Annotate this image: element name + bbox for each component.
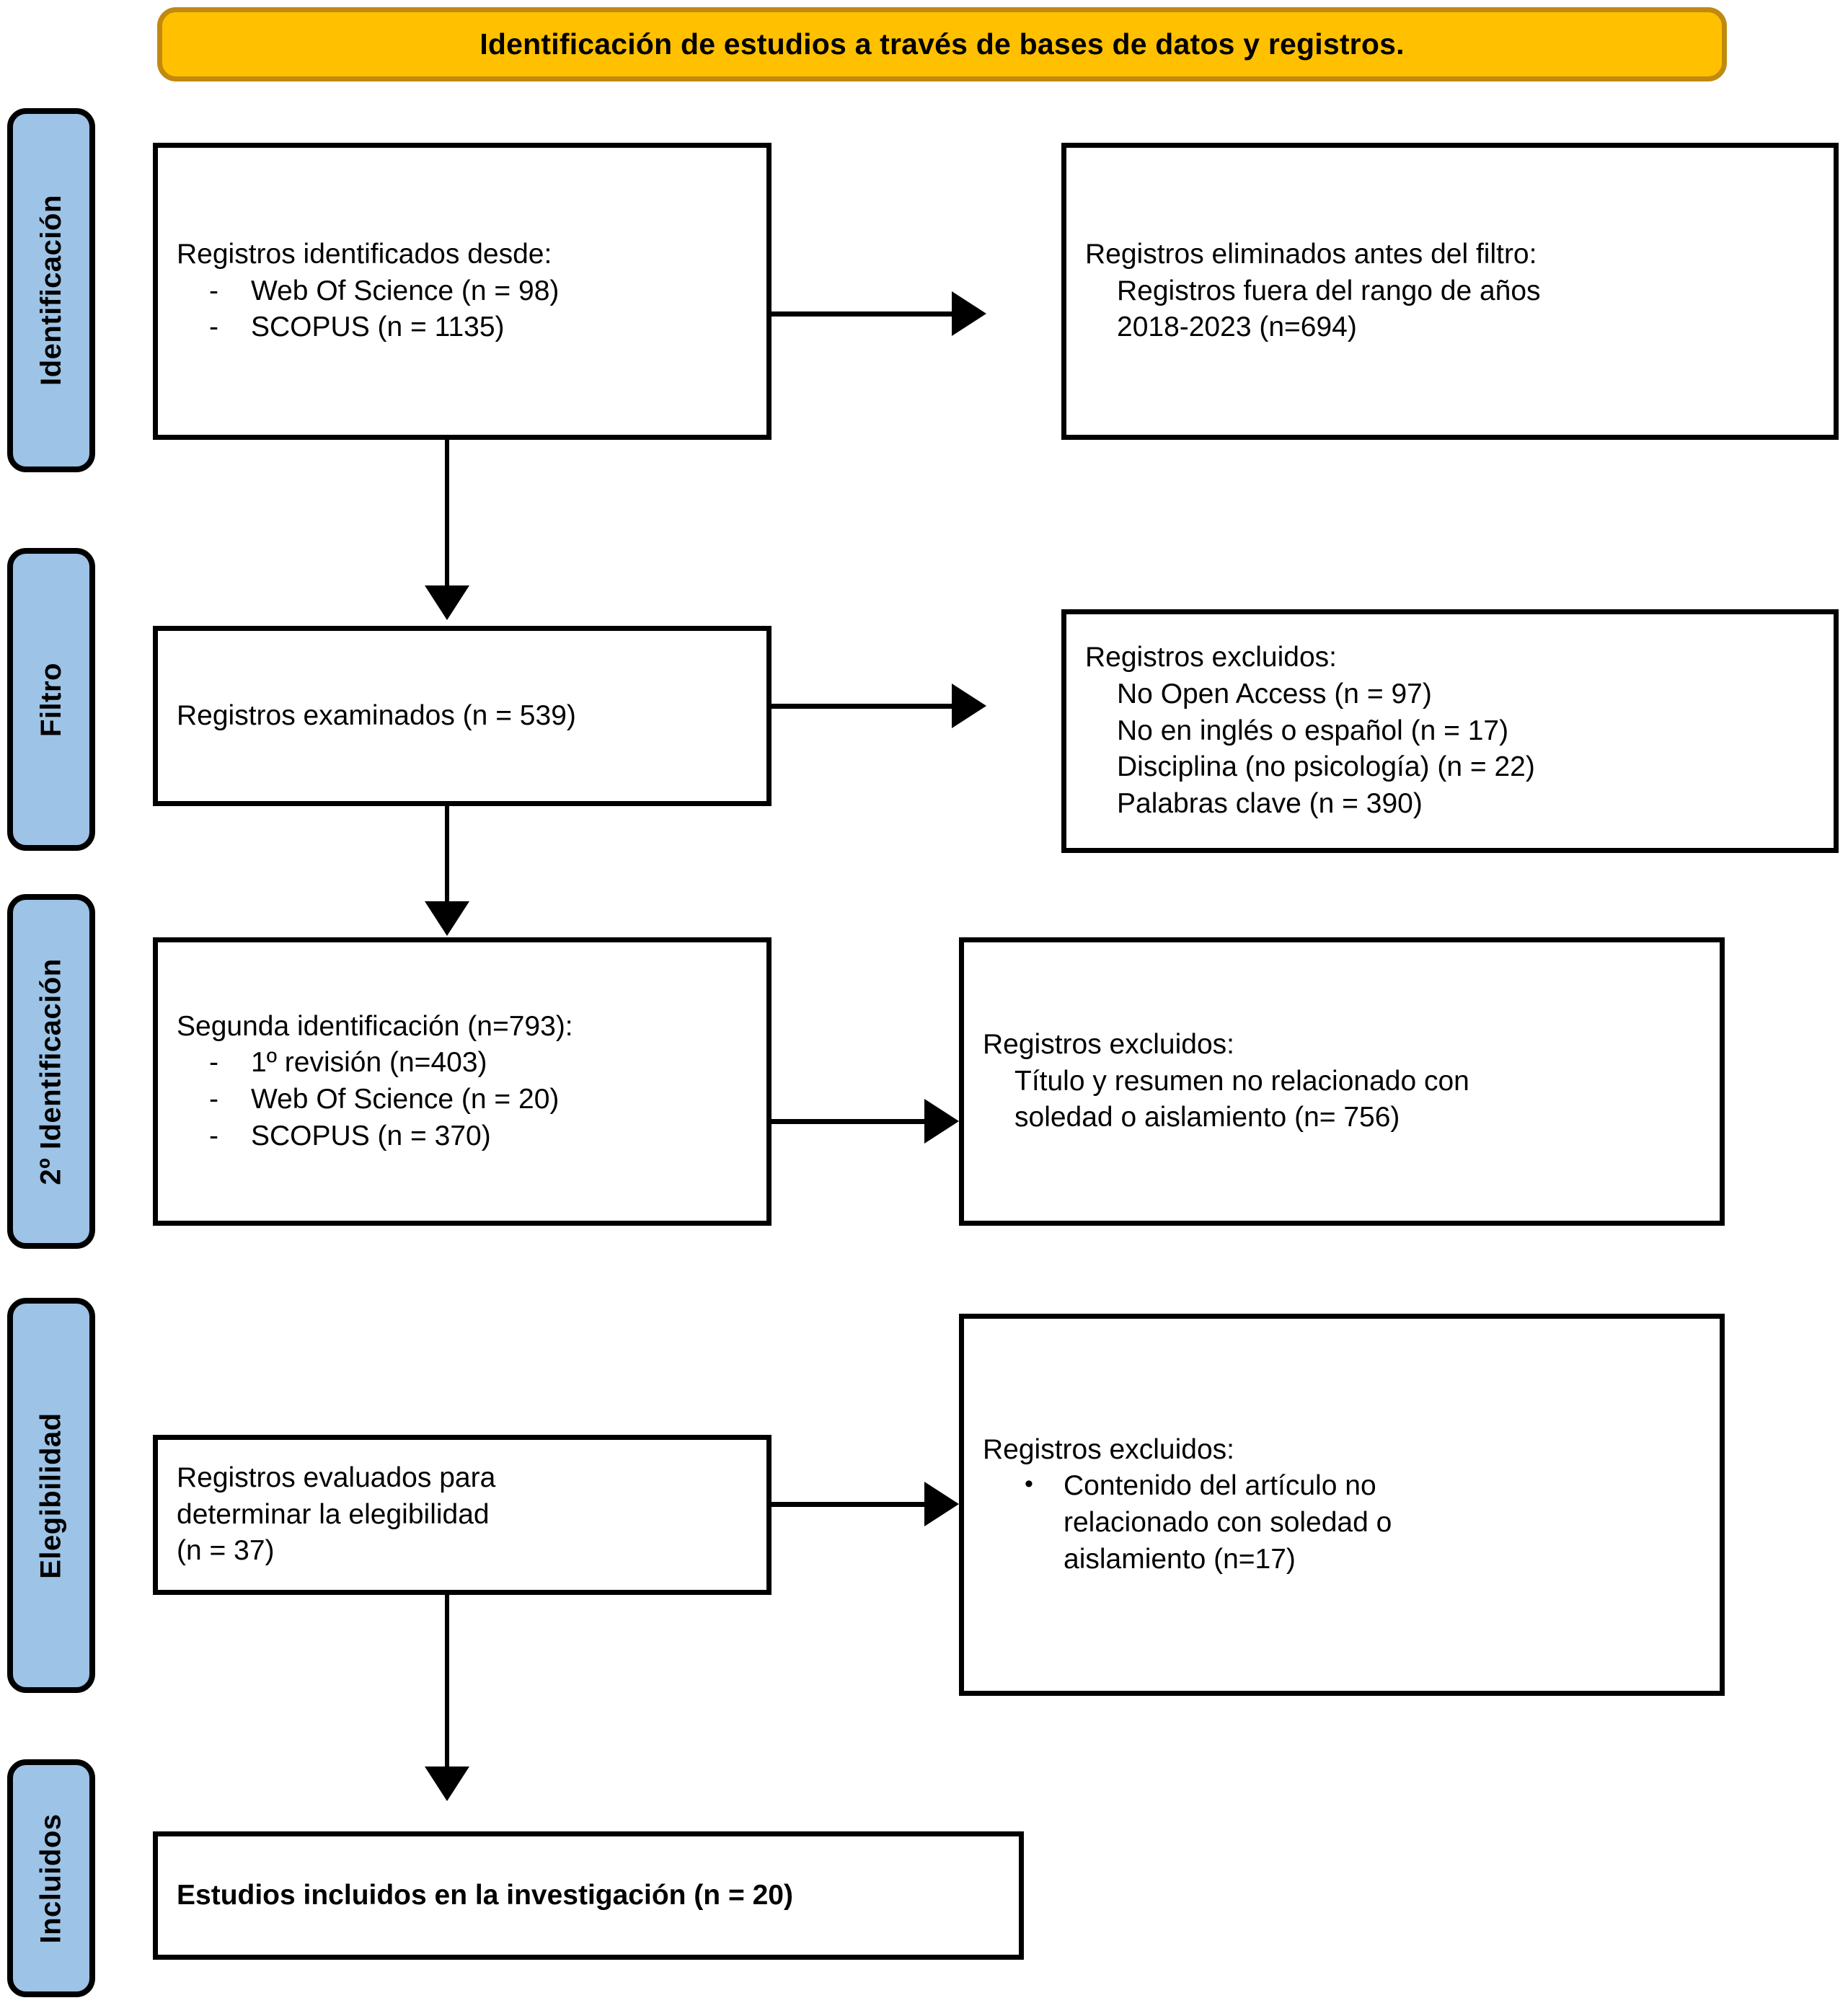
list-item: • Contenido del artículo no: [983, 1468, 1701, 1505]
box-heading: Registros excluidos:: [983, 1028, 1234, 1060]
list-item: - SCOPUS (n = 370): [177, 1118, 748, 1155]
stage-label-text: Identificación: [35, 195, 67, 386]
box-heading: Segunda identificación (n=793):: [177, 1010, 573, 1042]
list-item: - Web Of Science (n = 20): [177, 1082, 748, 1118]
stage-label-elegibilidad: Elegibilidad: [7, 1298, 95, 1693]
list-item-text: Web Of Science (n = 20): [251, 1084, 560, 1115]
arrowhead-down: [425, 585, 469, 620]
connector-second-identification-to-excluded: [772, 1119, 924, 1124]
list-item-continuation: aislamiento (n=17): [983, 1542, 1701, 1578]
box-heading: Registros examinados (n = 539): [177, 699, 576, 731]
stage-label-text: 2º Identificación: [35, 958, 67, 1185]
list-item-text: 1º revisión (n=403): [251, 1047, 487, 1079]
arrowhead-right: [952, 684, 986, 728]
box-line: Título y resumen no relacionado con: [1014, 1065, 1469, 1097]
box-line: Registros evaluados para: [177, 1462, 496, 1493]
list-item: - SCOPUS (n = 1135): [177, 309, 748, 346]
diagram-title-text: Identificación de estudios a través de b…: [479, 27, 1405, 61]
stage-label-segunda-identificacion: 2º Identificación: [7, 894, 95, 1249]
list-item-text: relacionado con soledad o: [1064, 1507, 1392, 1538]
box-second-identification: Segunda identificación (n=793): - 1º rev…: [153, 937, 772, 1226]
list-item-text: Contenido del artículo no: [1064, 1470, 1376, 1502]
connector-eligibility-to-included: [445, 1595, 449, 1774]
box-records-excluded-title-abstract: Registros excluidos: Título y resumen no…: [959, 937, 1725, 1226]
box-line: 2018-2023 (n=694): [1117, 311, 1357, 343]
box-line: determinar la elegibilidad: [177, 1498, 490, 1530]
box-line: soledad o aislamiento (n= 756): [1014, 1102, 1400, 1133]
dash-marker: -: [209, 275, 218, 306]
bullet-spacer: [983, 1505, 1064, 1542]
dash-marker: -: [209, 1120, 218, 1151]
box-records-assessed-eligibility: Registros evaluados para determinar la e…: [153, 1435, 772, 1595]
box-records-identified: Registros identificados desde: - Web Of …: [153, 143, 772, 440]
arrowhead-down: [425, 901, 469, 936]
box-studies-included: Estudios incluidos en la investigación (…: [153, 1831, 1024, 1960]
arrowhead-right: [924, 1099, 959, 1144]
box-line: Registros fuera del rango de años: [1117, 275, 1541, 306]
box-heading: Registros excluidos:: [1085, 642, 1337, 673]
box-heading: Registros eliminados antes del filtro:: [1085, 238, 1537, 270]
list-item-text: SCOPUS (n = 1135): [251, 311, 505, 343]
box-heading: Estudios incluidos en la investigación (…: [177, 1879, 793, 1911]
arrowhead-right: [952, 291, 986, 336]
box-line: (n = 37): [177, 1535, 275, 1567]
box-line: No Open Access (n = 97): [1117, 678, 1432, 709]
box-records-excluded-screening: Registros excluidos: No Open Access (n =…: [1061, 609, 1839, 853]
box-heading: Registros identificados desde:: [177, 238, 552, 270]
list-item-text: Web Of Science (n = 98): [251, 275, 560, 306]
list-item: - Web Of Science (n = 98): [177, 273, 748, 310]
connector-identified-to-screened: [445, 440, 449, 593]
connector-eligibility-to-excluded: [772, 1502, 924, 1507]
box-line: Palabras clave (n = 390): [1117, 788, 1423, 820]
connector-screened-to-second-identification: [445, 806, 449, 908]
dash-marker: -: [209, 311, 218, 343]
box-line: No en inglés o español (n = 17): [1117, 715, 1509, 746]
list-item-continuation: relacionado con soledad o: [983, 1505, 1701, 1542]
connector-screened-to-excluded: [772, 704, 952, 709]
box-records-excluded-content: Registros excluidos: • Contenido del art…: [959, 1314, 1725, 1696]
arrowhead-right: [924, 1482, 959, 1526]
stage-label-incluidos: Incluidos: [7, 1759, 95, 1997]
list-item-text: SCOPUS (n = 370): [251, 1120, 491, 1151]
list-item: - 1º revisión (n=403): [177, 1045, 748, 1082]
box-records-removed-before-screening: Registros eliminados antes del filtro: R…: [1061, 143, 1839, 440]
bullet-spacer: [983, 1542, 1064, 1578]
box-line: Disciplina (no psicología) (n = 22): [1117, 751, 1535, 783]
stage-label-filtro: Filtro: [7, 548, 95, 851]
dash-marker: -: [209, 1084, 218, 1115]
dash-marker: -: [209, 1047, 218, 1079]
box-records-screened: Registros examinados (n = 539): [153, 626, 772, 806]
box-heading: Registros excluidos:: [983, 1433, 1234, 1465]
stage-label-text: Incluidos: [35, 1813, 67, 1944]
stage-label-identificacion: Identificación: [7, 108, 95, 472]
diagram-title-banner: Identificación de estudios a través de b…: [157, 7, 1727, 81]
bullet-marker: •: [1025, 1470, 1033, 1498]
list-item-text: aislamiento (n=17): [1064, 1543, 1296, 1575]
stage-label-text: Filtro: [35, 662, 67, 737]
arrowhead-down: [425, 1767, 469, 1801]
stage-label-text: Elegibilidad: [35, 1412, 67, 1579]
connector-identified-to-removed: [772, 311, 952, 317]
